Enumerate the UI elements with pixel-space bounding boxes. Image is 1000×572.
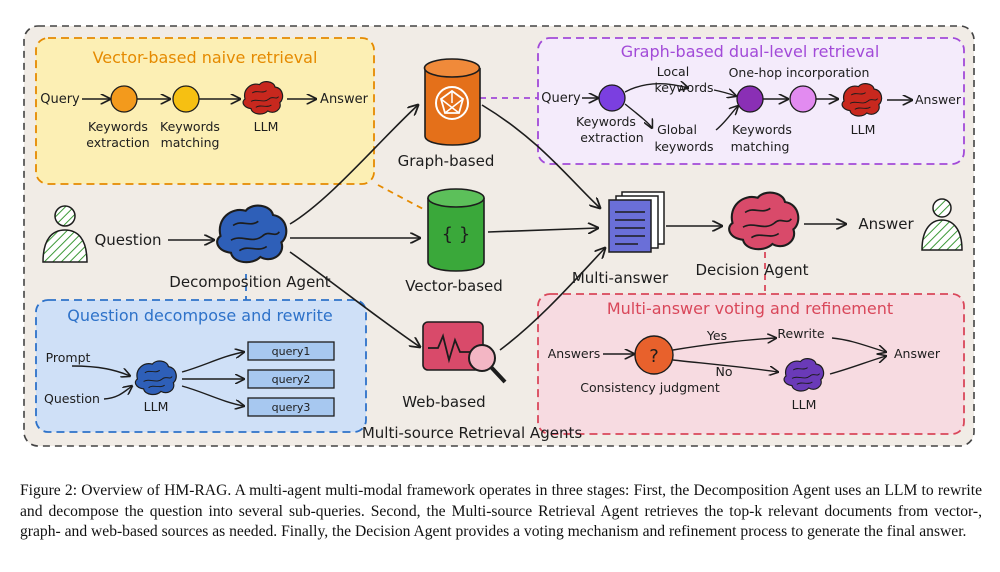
brain-icon <box>216 204 288 264</box>
graph-dual-panel: Graph-based dual-level retrieval Query L… <box>537 37 965 165</box>
vector-naive-llm: LLM <box>254 119 279 134</box>
vector-database-icon <box>427 188 485 272</box>
consistency-label: Consistency judgment <box>580 380 720 395</box>
decision-agent-label: Decision Agent <box>695 261 808 279</box>
graph-based-label: Graph-based <box>398 152 495 170</box>
graph-database-icon <box>423 58 481 146</box>
main-question-label: Question <box>94 231 161 249</box>
graph-dual-llm: LLM <box>851 122 876 137</box>
user-icon <box>42 205 88 263</box>
global-keywords-line1: Global <box>657 122 697 137</box>
graph-keywords-extraction-node <box>598 84 626 112</box>
local-keywords-line2: keywords <box>654 80 713 95</box>
vector-naive-query: Query <box>40 92 80 107</box>
consistency-symbol: ? <box>649 346 659 367</box>
local-keywords-line1: Local <box>657 64 689 79</box>
multi-answer-label: Multi-answer <box>572 269 669 287</box>
vector-symbol: { } <box>442 224 471 245</box>
consistency-node <box>634 335 674 375</box>
keywords-matching-line1: Keywords <box>160 119 220 134</box>
keywords-matching-node <box>172 85 200 113</box>
connector-vector-naive <box>377 184 426 211</box>
keywords-matching-graph-node <box>736 85 764 113</box>
query3-box <box>247 397 335 417</box>
decompose-prompt: Prompt <box>46 350 91 365</box>
decompose-llm: LLM <box>144 399 169 414</box>
voting-panel: Multi-answer voting and refinement Answe… <box>537 293 965 435</box>
brain-icon <box>242 81 284 115</box>
query1-box <box>247 341 335 361</box>
graph-extraction-line2: extraction <box>580 130 643 145</box>
multi-source-group-label: Multi-source Retrieval Agents <box>362 424 582 442</box>
keywords-extraction-line1: Keywords <box>88 119 148 134</box>
one-hop-label: One-hop incorporation <box>729 65 870 80</box>
graph-dual-query: Query <box>541 91 581 106</box>
brain-icon <box>134 360 177 396</box>
query3-label: query3 <box>272 401 311 414</box>
figure-caption: Figure 2: Overview of HM-RAG. A multi-ag… <box>20 482 982 540</box>
graph-dual-answer: Answer <box>915 92 962 107</box>
vector-based-label: Vector-based <box>405 277 503 295</box>
user-icon <box>921 198 963 251</box>
query2-box <box>247 369 335 389</box>
voting-title: Multi-answer voting and refinement <box>607 299 893 318</box>
web-based-label: Web-based <box>402 393 485 411</box>
voting-yes: Yes <box>706 328 727 343</box>
decompose-question: Question <box>44 391 100 406</box>
brain-icon <box>728 191 800 251</box>
query1-label: query1 <box>272 345 311 358</box>
web-search-icon <box>422 321 507 384</box>
graph-matching-line1: Keywords <box>732 122 792 137</box>
decomposition-agent-label: Decomposition Agent <box>169 273 331 291</box>
final-answer-label: Answer <box>858 215 914 233</box>
voting-answer: Answer <box>894 346 941 361</box>
voting-llm: LLM <box>792 397 817 412</box>
document-stack-icon <box>608 191 665 253</box>
voting-no: No <box>716 364 733 379</box>
global-keywords-line2: keywords <box>654 139 713 154</box>
brain-icon <box>841 83 883 117</box>
vector-naive-title: Vector-based naive retrieval <box>93 48 318 67</box>
vector-naive-panel: Vector-based naive retrieval Query Answe… <box>35 37 375 185</box>
vector-naive-answer: Answer <box>320 92 369 107</box>
keywords-matching-line2: matching <box>161 135 220 150</box>
brain-icon <box>783 358 825 392</box>
voting-answers: Answers <box>548 346 601 361</box>
one-hop-node <box>789 85 817 113</box>
keywords-extraction-line2: extraction <box>86 135 149 150</box>
graph-extraction-line1: Keywords <box>576 114 636 129</box>
graph-matching-line2: matching <box>731 139 790 154</box>
decompose-title: Question decompose and rewrite <box>67 306 333 325</box>
graph-dual-title: Graph-based dual-level retrieval <box>621 42 880 61</box>
query2-label: query2 <box>272 373 311 386</box>
hm-rag-diagram: Vector-based naive retrieval Query Answe… <box>23 25 975 447</box>
voting-rewrite: Rewrite <box>777 326 825 341</box>
decompose-panel: Question decompose and rewrite Prompt Qu… <box>35 299 367 433</box>
keywords-extraction-node <box>110 85 138 113</box>
